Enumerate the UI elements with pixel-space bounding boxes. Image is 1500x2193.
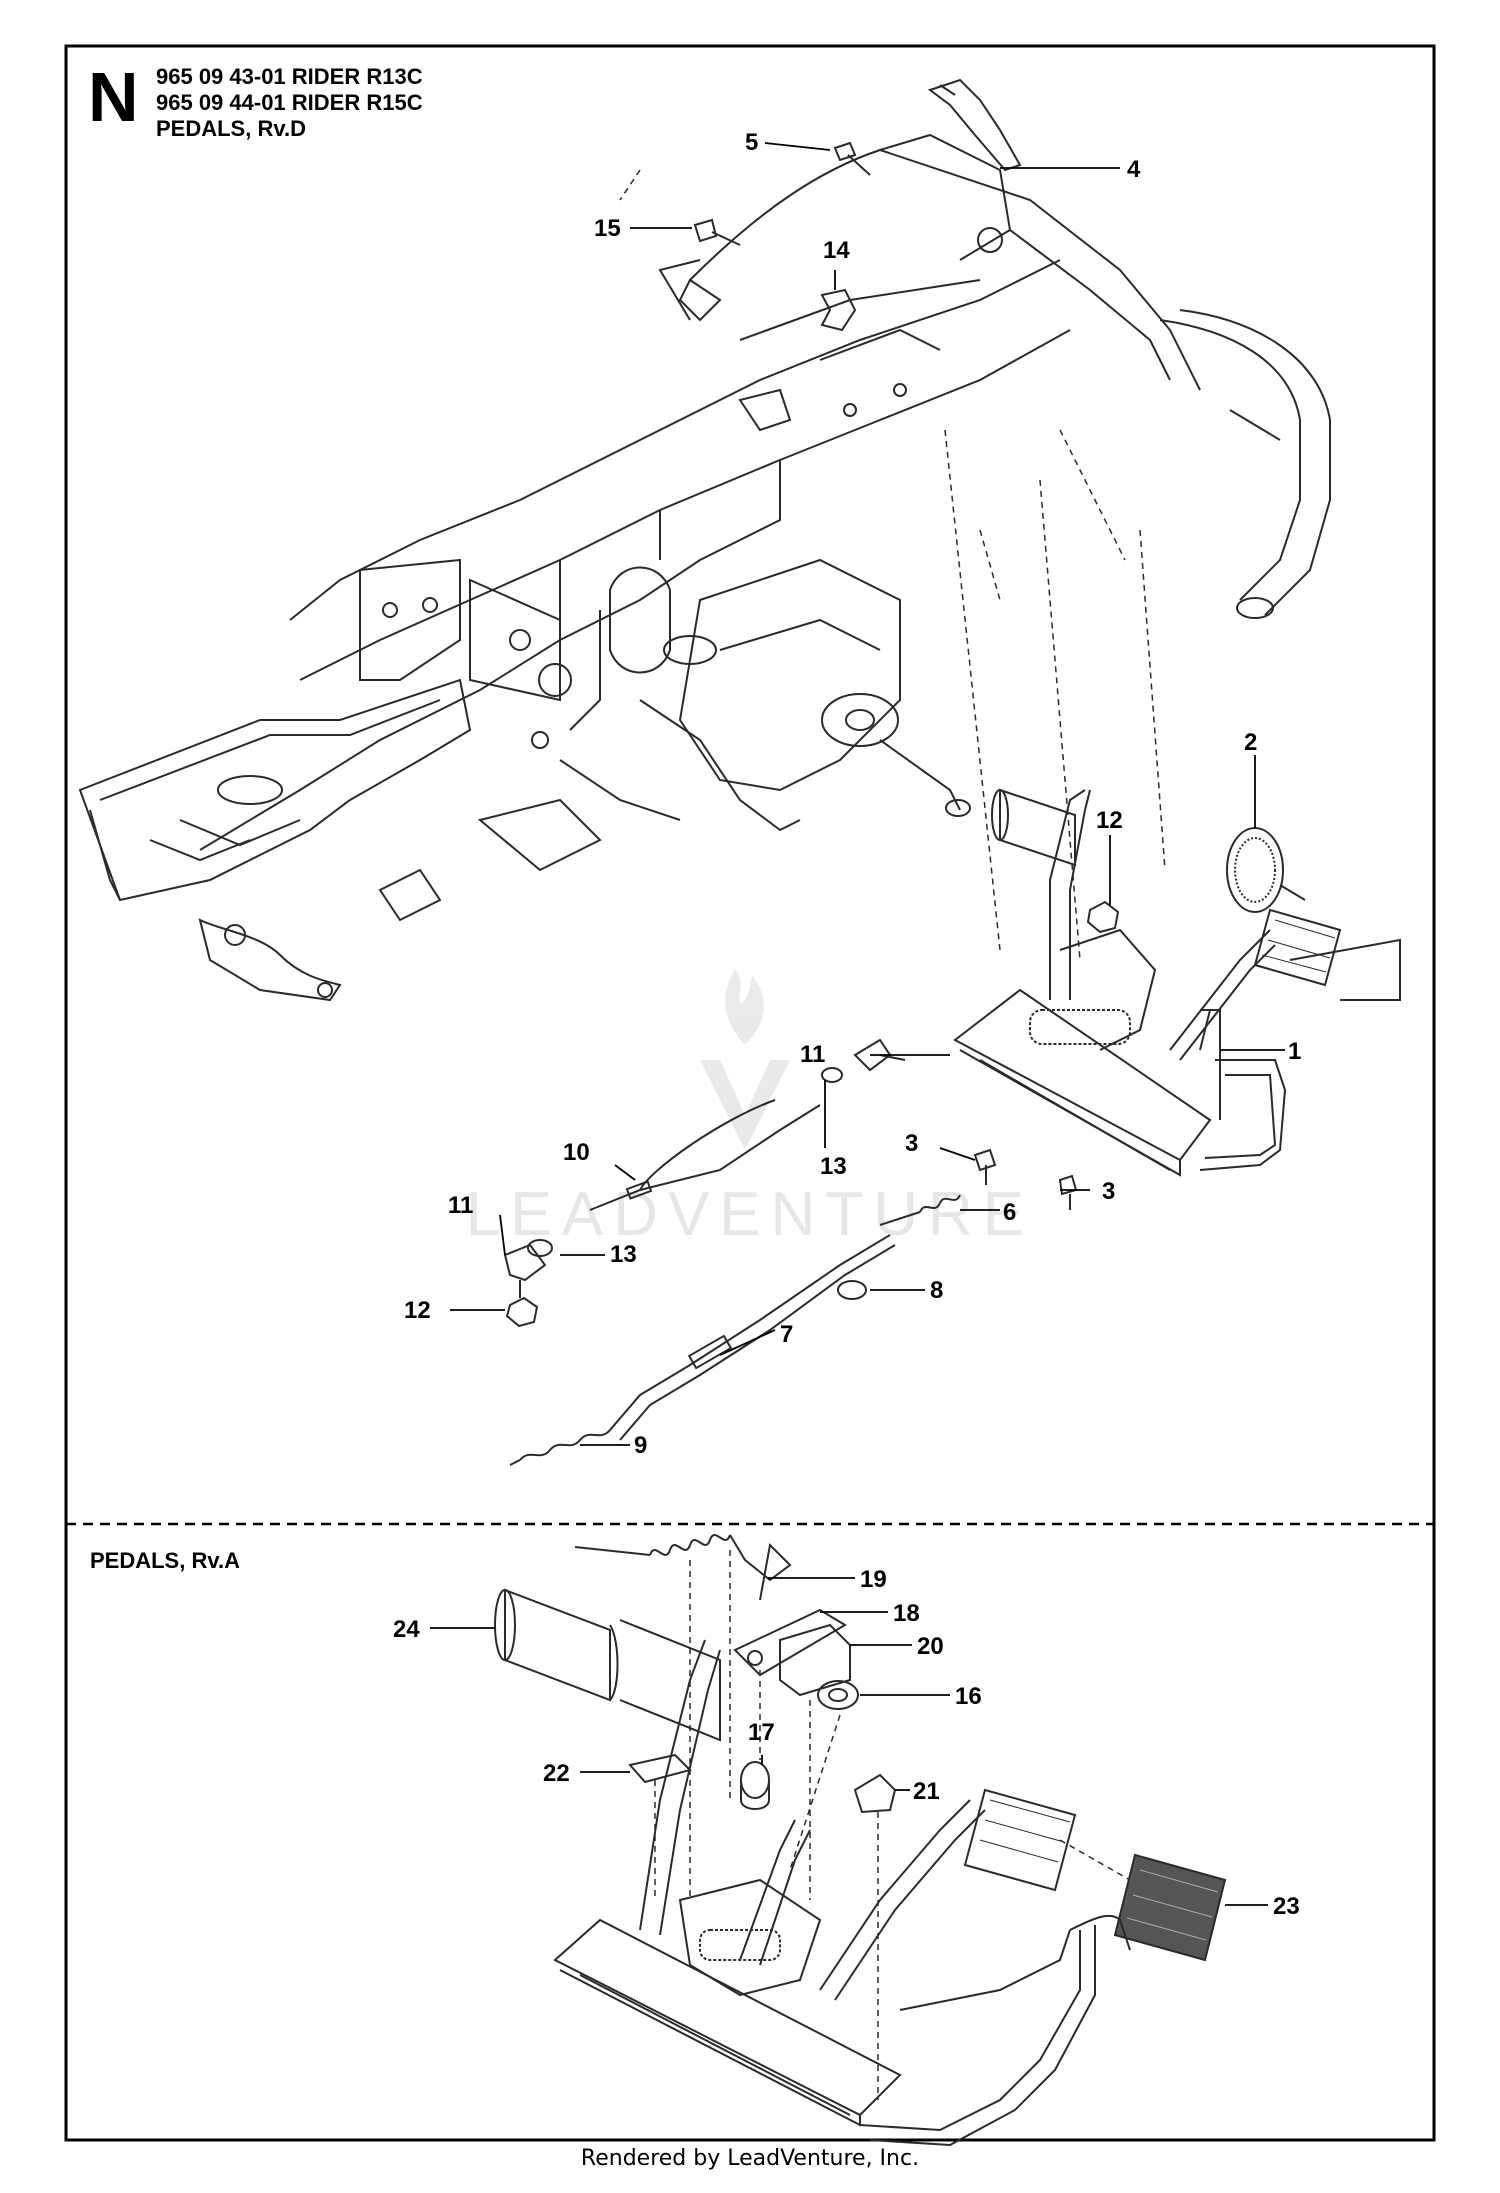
section-title-rev-d: PEDALS, Rv.D — [156, 116, 306, 141]
callout-16: 16 — [955, 1683, 982, 1710]
callout-5: 5 — [745, 129, 758, 156]
callout-12-bottom: 12 — [404, 1297, 431, 1324]
callout-23: 23 — [1273, 1893, 1300, 1920]
callout-14: 14 — [823, 237, 850, 264]
callout-21: 21 — [913, 1778, 940, 1805]
callout-3-left: 3 — [905, 1130, 918, 1157]
callout-7: 7 — [780, 1321, 793, 1348]
callout-labels-bottom: 19 18 20 16 24 17 22 21 23 — [393, 1566, 1300, 1920]
callout-leaders-top — [450, 142, 1285, 1446]
callout-8: 8 — [930, 1277, 943, 1304]
assembly-guide-lines-bottom — [654, 1550, 1131, 2100]
callout-22: 22 — [543, 1760, 570, 1787]
callout-13-bottom: 13 — [610, 1241, 637, 1268]
sheet-border — [64, 44, 1436, 2142]
pedal-assembly-rev-d — [953, 788, 1401, 1177]
callout-labels-top: 4 5 15 14 2 12 1 11 13 3 3 10 11 13 12 6… — [404, 129, 1301, 1459]
callout-12-top: 12 — [1096, 807, 1123, 834]
leadventure-watermark: LEADVENTURE — [466, 970, 1034, 1249]
watermark-text: LEADVENTURE — [466, 1180, 1034, 1249]
callout-20: 20 — [917, 1633, 944, 1660]
chassis-frame-drawing — [78, 133, 1331, 1002]
callout-18: 18 — [893, 1600, 920, 1627]
callout-11-bottom: 11 — [448, 1192, 473, 1219]
footer-credit: Rendered by LeadVenture, Inc. — [580, 2146, 920, 2171]
callout-9: 9 — [634, 1432, 647, 1459]
model-line-1: 965 09 43-01 RIDER R13C — [156, 64, 423, 89]
callout-2: 2 — [1244, 729, 1257, 756]
callout-17: 17 — [748, 1719, 775, 1746]
model-line-2: 965 09 44-01 RIDER R15C — [156, 90, 423, 115]
callout-24: 24 — [393, 1616, 420, 1643]
assembly-guide-lines-top — [619, 169, 1166, 961]
callout-13-top: 13 — [820, 1153, 847, 1180]
small-parts-rev-d — [503, 78, 1120, 1466]
callout-4: 4 — [1127, 156, 1141, 183]
callout-19: 19 — [860, 1566, 887, 1593]
pedal-assembly-rev-a — [494, 1534, 1227, 2147]
callout-6: 6 — [1003, 1199, 1016, 1226]
callout-11-top: 11 — [800, 1041, 825, 1068]
section-title-rev-a: PEDALS, Rv.A — [90, 1548, 240, 1573]
callout-3-right: 3 — [1102, 1178, 1115, 1205]
callout-leaders-bottom — [430, 1577, 1268, 1906]
callout-1: 1 — [1288, 1038, 1301, 1065]
callout-10: 10 — [563, 1139, 590, 1166]
section-letter: N — [88, 58, 139, 136]
callout-15: 15 — [594, 215, 621, 242]
